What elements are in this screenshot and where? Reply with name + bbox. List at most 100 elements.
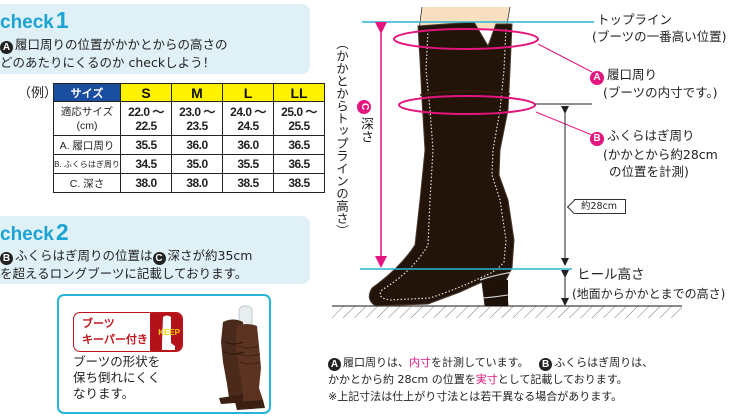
cell-line1: 25.0 ～	[281, 104, 317, 119]
table-cell: 24.0 ～24.5	[222, 101, 274, 136]
heel-height-label: ヒール高さ	[577, 267, 645, 283]
check2-line1a: ふくらはぎ周りの位置は	[15, 248, 153, 263]
footnote-highlight: 内寸	[409, 356, 431, 369]
check2-line1b: 深さが約35cm	[167, 248, 253, 263]
boot-pair-photo	[219, 305, 265, 410]
row-label-line2: (cm)	[76, 119, 98, 132]
calf-sub-line2: の位置を計測)	[609, 164, 689, 179]
table-cell: 23.0 ～23.5	[171, 101, 223, 136]
desc-line1: ブーツの形状を	[73, 354, 161, 369]
check2-panel	[0, 216, 310, 284]
calf-label-text: ふくらはぎ周り	[607, 128, 695, 143]
badge-a-icon: A	[590, 71, 604, 85]
boot-keeper-panel: ブーツキーパー付き KEEP ブーツの形状を 保ち倒れにくく なります。	[57, 294, 271, 414]
footnote-text: を計測しています。	[431, 356, 529, 369]
table-cell: 35.5	[120, 135, 172, 155]
check1-title-text: check	[0, 12, 54, 33]
boot-shape	[368, 21, 515, 307]
size-header: L	[222, 83, 274, 102]
cell-line1: 23.0 ～	[179, 104, 215, 119]
badge-b-icon: B	[0, 252, 13, 265]
boot-keeper-description: ブーツの形状を 保ち倒れにくく なります。	[73, 354, 160, 402]
badge-a-icon: A	[328, 358, 341, 371]
row-label: A. 履口周り	[53, 135, 121, 155]
row-label: 適応サイズ(cm)	[53, 101, 121, 136]
check1-number: 1	[55, 7, 69, 33]
badge-c-icon: C	[152, 252, 166, 265]
desc-line2: 保ち倒れにくく	[73, 370, 161, 385]
table-cell: 36.5	[273, 135, 325, 155]
check2-title-text: check	[0, 224, 54, 245]
table-header-label: サイズ	[53, 83, 121, 102]
badge-c-icon: C	[357, 100, 371, 114]
ground-hatch	[332, 306, 682, 318]
badge-a-icon: A	[0, 41, 13, 54]
size-header: S	[120, 83, 172, 102]
check1-title: check1	[0, 7, 69, 34]
footnote-text: かかとから約 28cm の位置を	[328, 373, 476, 386]
calf-sub-line1: (かかとから約28cm	[603, 147, 718, 162]
footnote-note: ※上記寸法は仕上がり寸法とは若干異なる場合があります。	[328, 390, 623, 403]
badge-line2: キーパー付き	[82, 333, 148, 346]
table-cell: 35.5	[222, 154, 274, 174]
badge-line1: ブーツ	[82, 317, 115, 330]
cell-line2: 23.5	[186, 118, 208, 133]
approx-28cm-tag: 約28cm	[574, 199, 626, 214]
keeper-red-panel	[150, 313, 182, 351]
table-row: 適応サイズ(cm) 22.0 ～22.5 23.0 ～23.5 24.0 ～24…	[53, 101, 325, 136]
desc-line3: なります。	[73, 386, 135, 401]
opening-label-text: 履口周り	[607, 67, 658, 82]
table-cell: 38.0	[171, 173, 223, 193]
table-cell: 36.5	[273, 154, 325, 174]
table-cell: 36.0	[222, 135, 274, 155]
badge-b-icon: B	[539, 358, 553, 371]
boot-measurement-diagram	[332, 6, 682, 318]
calf-ring	[398, 95, 536, 115]
table-cell: 38.5	[273, 173, 325, 193]
table-row: B. ふくらはぎ周り 34.5 35.0 35.5 36.5	[53, 154, 325, 174]
opening-ring	[393, 28, 539, 50]
depth-label-text: 深さ	[358, 117, 373, 143]
opening-sub: (ブーツの内寸です。)	[603, 85, 718, 100]
table-cell: 38.5	[222, 173, 274, 193]
size-header: M	[171, 83, 223, 102]
boot-keeper-badge-text: ブーツキーパー付き	[82, 316, 148, 348]
table-cell: 34.5	[120, 154, 172, 174]
topline-label: トップライン	[597, 12, 673, 27]
check1-line1: 履口周りの位置がかかとからの高さの	[15, 37, 228, 52]
topline-sub: (ブーツの一番高い位置)	[592, 29, 727, 44]
cell-line2: 22.5	[135, 118, 157, 133]
depth-label: C 深さ	[356, 100, 375, 143]
row-label-line1: 適応サイズ	[60, 105, 114, 118]
table-row: C. 深さ 38.0 38.0 38.5 38.5	[53, 173, 325, 193]
table-row: A. 履口周り 35.5 36.0 36.0 36.5	[53, 135, 325, 155]
check1-line2: どのあたりにくるのか checkしよう！	[0, 55, 216, 70]
depth-description: （かかとからトップラインの高さ）	[334, 37, 349, 237]
cell-line1: 24.0 ～	[230, 104, 266, 119]
check2-title: check2	[0, 219, 69, 246]
cell-line2: 24.5	[237, 118, 259, 133]
footnote-text: 履口周りは、	[343, 356, 409, 369]
table-cell: 35.0	[171, 154, 223, 174]
check2-line2: を超えるロングブーツに記載しております。	[0, 266, 248, 281]
heel-height-sub: (地面からかかとまでの高さ)	[572, 287, 726, 301]
boot-keeper-badge: ブーツキーパー付き KEEP	[73, 312, 183, 352]
row-label: C. 深さ	[53, 173, 121, 193]
example-label: （例）	[18, 86, 58, 101]
footnote-text: ふくらはぎ周りは、	[554, 356, 654, 369]
boot-keeper-icon	[162, 315, 175, 350]
keep-label: KEEP	[158, 328, 180, 337]
check1-panel	[0, 4, 310, 74]
footnote-text: として記載しております。	[497, 373, 628, 386]
footnote-highlight: 実寸	[475, 373, 498, 386]
cell-line1: 22.0 ～	[128, 104, 164, 119]
table-cell: 38.0	[120, 173, 172, 193]
row-label: B. ふくらはぎ周り	[53, 154, 121, 174]
table-cell: 22.0 ～22.5	[120, 101, 172, 136]
table-cell: 36.0	[171, 135, 223, 155]
size-table: サイズ S M L LL 適応サイズ(cm) 22.0 ～22.5 23.0 ～…	[53, 83, 325, 193]
